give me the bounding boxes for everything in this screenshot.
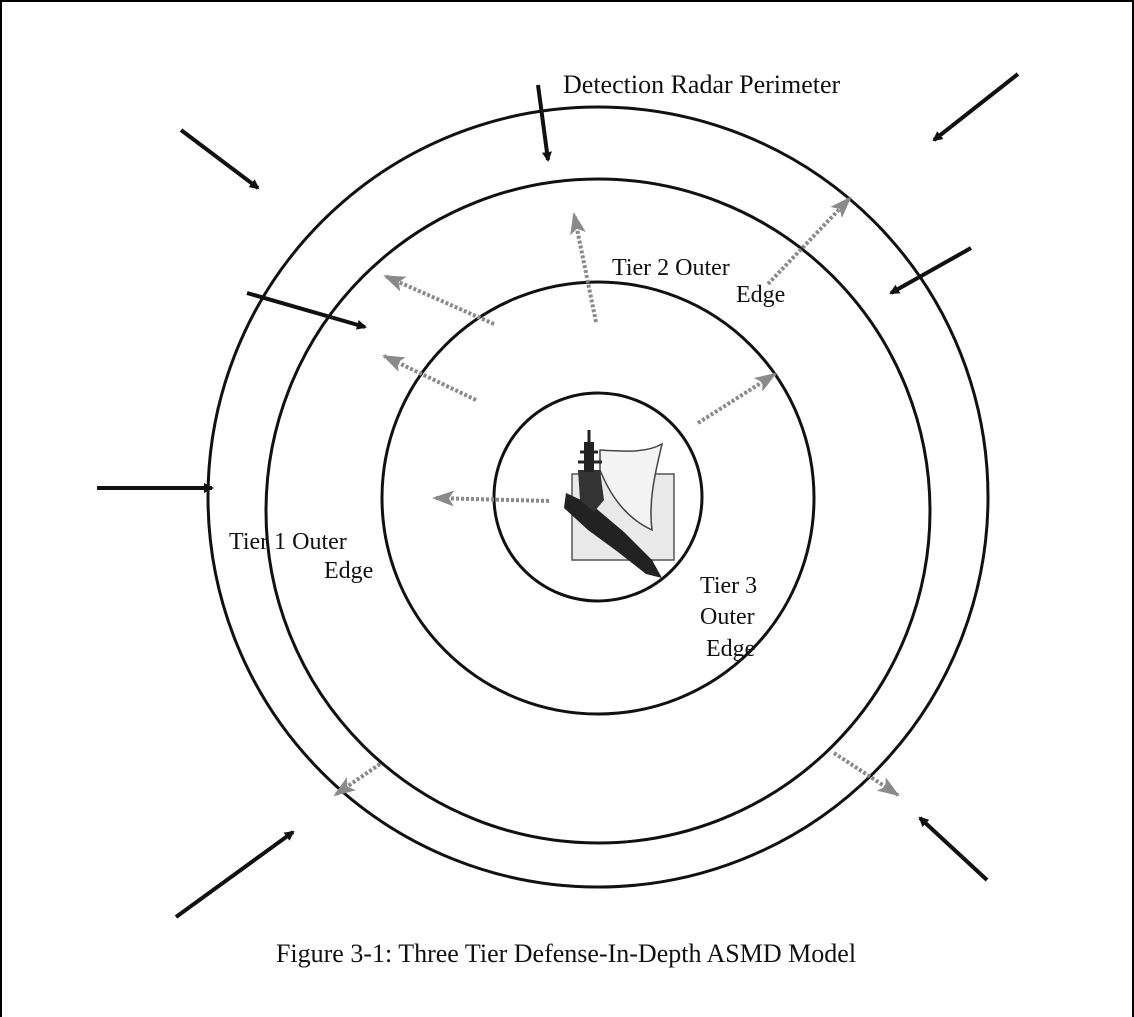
interceptor-arrow [432, 490, 550, 507]
interceptor-arrow [570, 212, 598, 323]
interceptor-arrow [333, 762, 382, 797]
threat-arrow [536, 84, 552, 162]
ship-icon [564, 430, 675, 578]
threat-arrow [889, 246, 972, 295]
tier3-outer-edge-label-line2: Outer [700, 604, 755, 630]
tier1-outer-edge-label-line1: Tier 1 Outer [229, 529, 347, 555]
tier2-outer-edge-label-line2: Edge [736, 282, 785, 308]
detection-radar-perimeter-label: Detection Radar Perimeter [563, 70, 841, 99]
interceptor-arrow [696, 372, 777, 425]
tier1-ring [264, 177, 932, 845]
figure-caption: Figure 3-1: Three Tier Defense-In-Depth … [276, 939, 856, 968]
threat-arrow [246, 291, 367, 330]
interceptor-arrow [766, 196, 852, 286]
threat-arrow [932, 72, 1020, 142]
tier3-outer-edge-label-line1: Tier 3 [700, 573, 757, 599]
tier2-outer-edge-label-line1: Tier 2 Outer [612, 255, 730, 281]
tier2-ring [380, 280, 816, 716]
tier3-outer-edge-label-line3: Edge [706, 636, 755, 662]
tier3-ring [492, 391, 704, 603]
interceptor-arrow [383, 274, 495, 326]
interceptor-arrow [832, 751, 900, 797]
detection-radar-ring [206, 105, 990, 889]
threat-arrow [174, 830, 295, 919]
threat-arrow [918, 816, 989, 882]
interceptor-arrow [382, 354, 477, 402]
tier1-outer-edge-label-line2: Edge [324, 558, 373, 584]
threat-arrow [179, 128, 260, 190]
